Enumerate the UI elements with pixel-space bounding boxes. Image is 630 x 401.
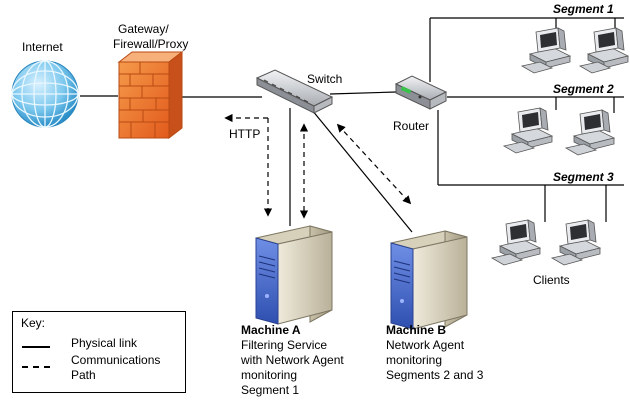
communication-path-swatch xyxy=(22,366,50,368)
switch-icon xyxy=(255,69,334,114)
machine-b-line: Network Agent xyxy=(386,338,465,352)
gateway-label-line2: Firewall/Proxy xyxy=(113,37,189,51)
machine-a-line: Filtering Service xyxy=(241,338,328,352)
communication-paths xyxy=(224,113,412,219)
switch-label: Switch xyxy=(307,72,343,86)
router-icon xyxy=(394,75,448,110)
machine-b-line: monitoring xyxy=(386,353,443,367)
segment2-label: Segment 2 xyxy=(553,82,614,96)
machine-a-line: with Network Agent xyxy=(241,353,344,367)
communication-path-label-line2: Path xyxy=(71,368,96,382)
server-icon xyxy=(255,225,333,325)
machine-a-title: Machine A xyxy=(241,323,301,337)
machine-b-line: Segments 2 and 3 xyxy=(386,368,484,382)
globe-icon xyxy=(11,60,79,128)
machine-a-line: Segment 1 xyxy=(241,383,300,397)
desktop-computer-icon xyxy=(578,27,630,74)
firewall-icon xyxy=(117,50,184,140)
desktop-computer-icon xyxy=(550,219,602,266)
desktop-computer-icon xyxy=(490,219,542,266)
router-label: Router xyxy=(393,119,430,133)
desktop-computer-icon xyxy=(564,109,616,156)
desktop-computer-icon xyxy=(502,107,554,154)
internet-label: Internet xyxy=(22,40,63,54)
client-computers xyxy=(490,27,630,266)
gateway-label-line1: Gateway/ xyxy=(118,22,169,36)
server-icon xyxy=(390,230,468,330)
link-switch-router xyxy=(329,91,397,95)
machine-b-description: Machine B Network Agent monitoring Segme… xyxy=(386,323,483,383)
key-title: Key: xyxy=(21,316,46,330)
physical-link-swatch xyxy=(22,346,50,348)
desktop-computer-icon xyxy=(520,27,572,74)
machine-b-title: Machine B xyxy=(386,323,447,337)
legend-key: Key: Physical link Communications Path xyxy=(12,311,186,393)
clients-label: Clients xyxy=(533,273,570,287)
http-label: HTTP xyxy=(229,127,261,141)
communication-path-label-line1: Communications xyxy=(71,353,161,367)
physical-link-label: Physical link xyxy=(71,336,138,350)
segment1-label: Segment 1 xyxy=(553,2,614,16)
comm-switch-machine-b xyxy=(336,123,412,205)
machine-a-line: monitoring xyxy=(241,368,298,382)
segment3-label: Segment 3 xyxy=(553,170,614,184)
machine-a-description: Machine A Filtering Service with Network… xyxy=(241,323,344,398)
